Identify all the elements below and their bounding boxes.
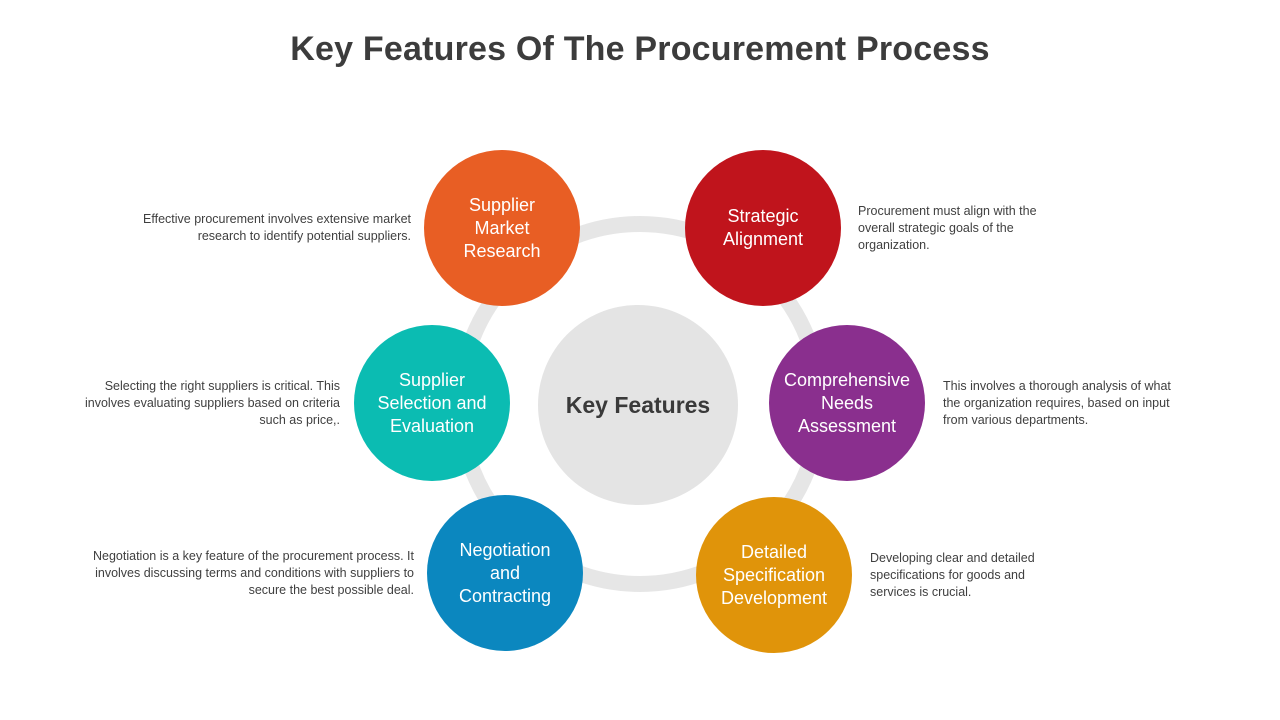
node-label: Comprehensive Needs Assessment xyxy=(783,369,911,436)
node-label: Supplier Market Research xyxy=(463,194,541,261)
description-negotiation-and-contracting: Negotiation is a key feature of the proc… xyxy=(92,549,414,597)
description-detailed-specification-development: Developing clear and detailed specificat… xyxy=(870,551,1035,599)
node-detailed-specification-development: Detailed Specification Development xyxy=(696,497,852,653)
node-supplier-market-research: Supplier Market Research xyxy=(424,150,580,306)
description-comprehensive-needs-assessment: This involves a thorough analysis of wha… xyxy=(943,379,1171,427)
node-label: Negotiation and Contracting xyxy=(458,539,552,606)
node-negotiation-and-contracting: Negotiation and Contracting xyxy=(427,495,583,651)
description-supplier-selection-and-evaluation: Selecting the right suppliers is critica… xyxy=(84,379,340,427)
node-label: Supplier Selection and Evaluation xyxy=(377,369,487,436)
page-title: Key Features Of The Procurement Process xyxy=(290,30,990,68)
node-supplier-selection-and-evaluation: Supplier Selection and Evaluation xyxy=(354,325,510,481)
node-strategic-alignment: Strategic Alignment xyxy=(685,150,841,306)
description-supplier-market-research: Effective procurement involves extensive… xyxy=(143,212,411,243)
node-comprehensive-needs-assessment: Comprehensive Needs Assessment xyxy=(769,325,925,481)
center-label: Key Features xyxy=(565,391,711,418)
center-circle: Key Features xyxy=(538,305,738,505)
node-label: Detailed Specification Development xyxy=(720,541,828,608)
node-label: Strategic Alignment xyxy=(722,206,804,249)
description-strategic-alignment: Procurement must align with the overall … xyxy=(858,204,1037,252)
